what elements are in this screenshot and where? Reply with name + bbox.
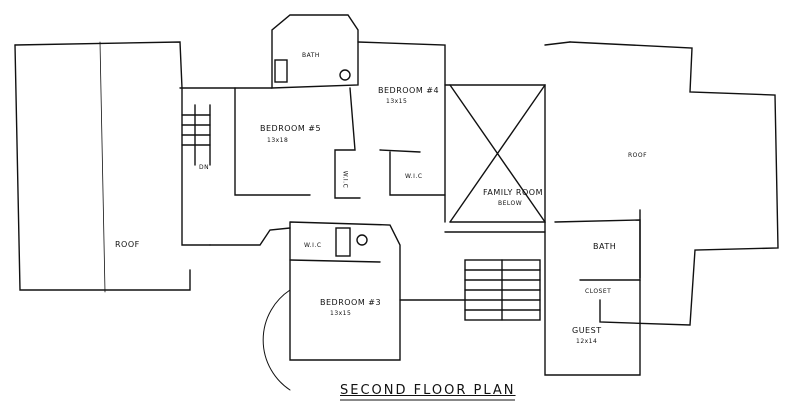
roof-left-outline: [14, 41, 191, 293]
guest-bath-label: BATH: [593, 242, 617, 251]
bedroom3-label: BEDROOM #3: [320, 298, 382, 307]
walls: [179, 14, 641, 391]
bedroom3-size: 13x15: [330, 310, 352, 317]
closet-label: CLOSET: [585, 288, 612, 295]
bedroom5-size: 13x18: [267, 137, 289, 144]
bedroom4-label: BEDROOM #4: [378, 86, 440, 95]
wic-bedroom4-label: W.I.C: [405, 173, 423, 180]
roof-left-label: ROOF: [115, 240, 140, 249]
bedroom4-size: 13x15: [386, 98, 408, 105]
roof-right-outline: [569, 41, 779, 326]
stair-treads: [181, 114, 541, 311]
wic-bedroom3-label: W.I.C: [304, 242, 322, 249]
family-room-below-label: BELOW: [498, 200, 523, 207]
guest-label: GUEST: [572, 326, 602, 335]
family-room-label: FAMILY ROOM: [483, 188, 543, 197]
roof-right-label: ROOF: [628, 152, 648, 159]
guest-size: 12x14: [576, 338, 598, 345]
wic-bedroom5-label: W.I.C: [341, 170, 349, 189]
plan-title: SECOND FLOOR PLAN: [340, 383, 516, 398]
bath-top-label: BATH: [302, 52, 320, 59]
bedroom5-label: BEDROOM #5: [260, 124, 322, 133]
stair-dn-label: DN: [199, 164, 210, 171]
